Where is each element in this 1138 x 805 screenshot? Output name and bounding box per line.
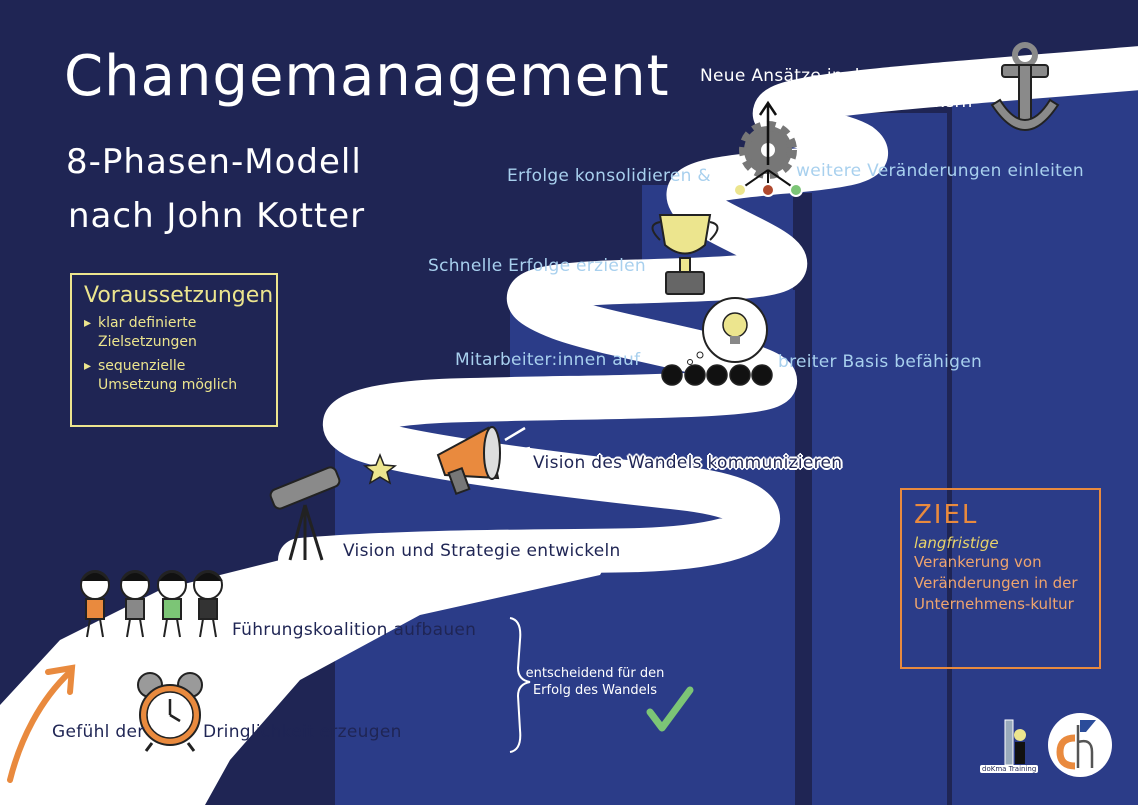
goal-box: ZIEL langfristige Verankerung von Veränd… (900, 488, 1101, 669)
goal-text: Verankerung von Veränderungen in der Unt… (914, 553, 1078, 613)
people-heads-icon (661, 364, 773, 386)
prerequisite-item: sequenzielle Umsetzung möglich (84, 357, 264, 395)
trophy-icon (651, 214, 719, 295)
page-title: Changemanagement (64, 44, 670, 109)
phase-5-label-a: Mitarbeiter:innen auf (455, 350, 641, 370)
dokma-training-logo (1004, 719, 1026, 766)
phase-1-label-b: Dringlichkeit erzeugen (203, 722, 402, 742)
dk-brand-logo (1048, 713, 1112, 777)
brace-note: entscheidend für den Erfolg des Wandels (525, 666, 665, 698)
megaphone-icon (436, 426, 531, 496)
phase-4-label: Vision des Wandels kommunizieren (533, 453, 843, 473)
subtitle-author: nach John Kotter (68, 196, 366, 236)
checkmark-icon (646, 686, 694, 732)
goal-heading: ZIEL (914, 500, 979, 530)
gear-icon (733, 100, 803, 197)
phase-6-label: Schnelle Erfolge erzielen (428, 256, 646, 276)
subtitle-model: 8-Phasen-Modell (66, 142, 362, 182)
column (952, 72, 1138, 805)
phase-5-label-b: breiter Basis befähigen (778, 352, 983, 372)
star-icon (362, 452, 398, 485)
prerequisites-box: Voraussetzungen klar definierte Zielsetz… (70, 273, 278, 427)
dokma-logo-text: doKma Training (980, 765, 1039, 773)
phase-8-label-a: Neue Ansätze in der Kultur (700, 66, 936, 86)
anchor-icon (990, 42, 1060, 131)
people-group-icon (80, 570, 223, 638)
phase-2-label: Führungskoalition aufbauen (232, 620, 477, 640)
goal-emphasis: langfristige (914, 534, 999, 552)
prerequisite-item: klar definierte Zielsetzungen (84, 314, 264, 352)
phase-7-label-a: Erfolge konsolidieren & (507, 166, 711, 186)
arrow-up-icon (7, 664, 76, 783)
telescope-icon (269, 466, 341, 561)
prerequisites-heading: Voraussetzungen (84, 283, 274, 308)
phase-3-label: Vision und Strategie entwickeln (343, 541, 621, 561)
column (812, 113, 947, 805)
brace-icon (509, 617, 531, 753)
phase-1-label-a: Gefühl der (52, 722, 145, 742)
phase-8-label-b: verankern (884, 92, 973, 112)
alarm-clock-icon (137, 672, 203, 752)
lightbulb-icon (687, 297, 768, 365)
phase-7-label-b: weitere Veränderungen einleiten (796, 161, 1084, 181)
